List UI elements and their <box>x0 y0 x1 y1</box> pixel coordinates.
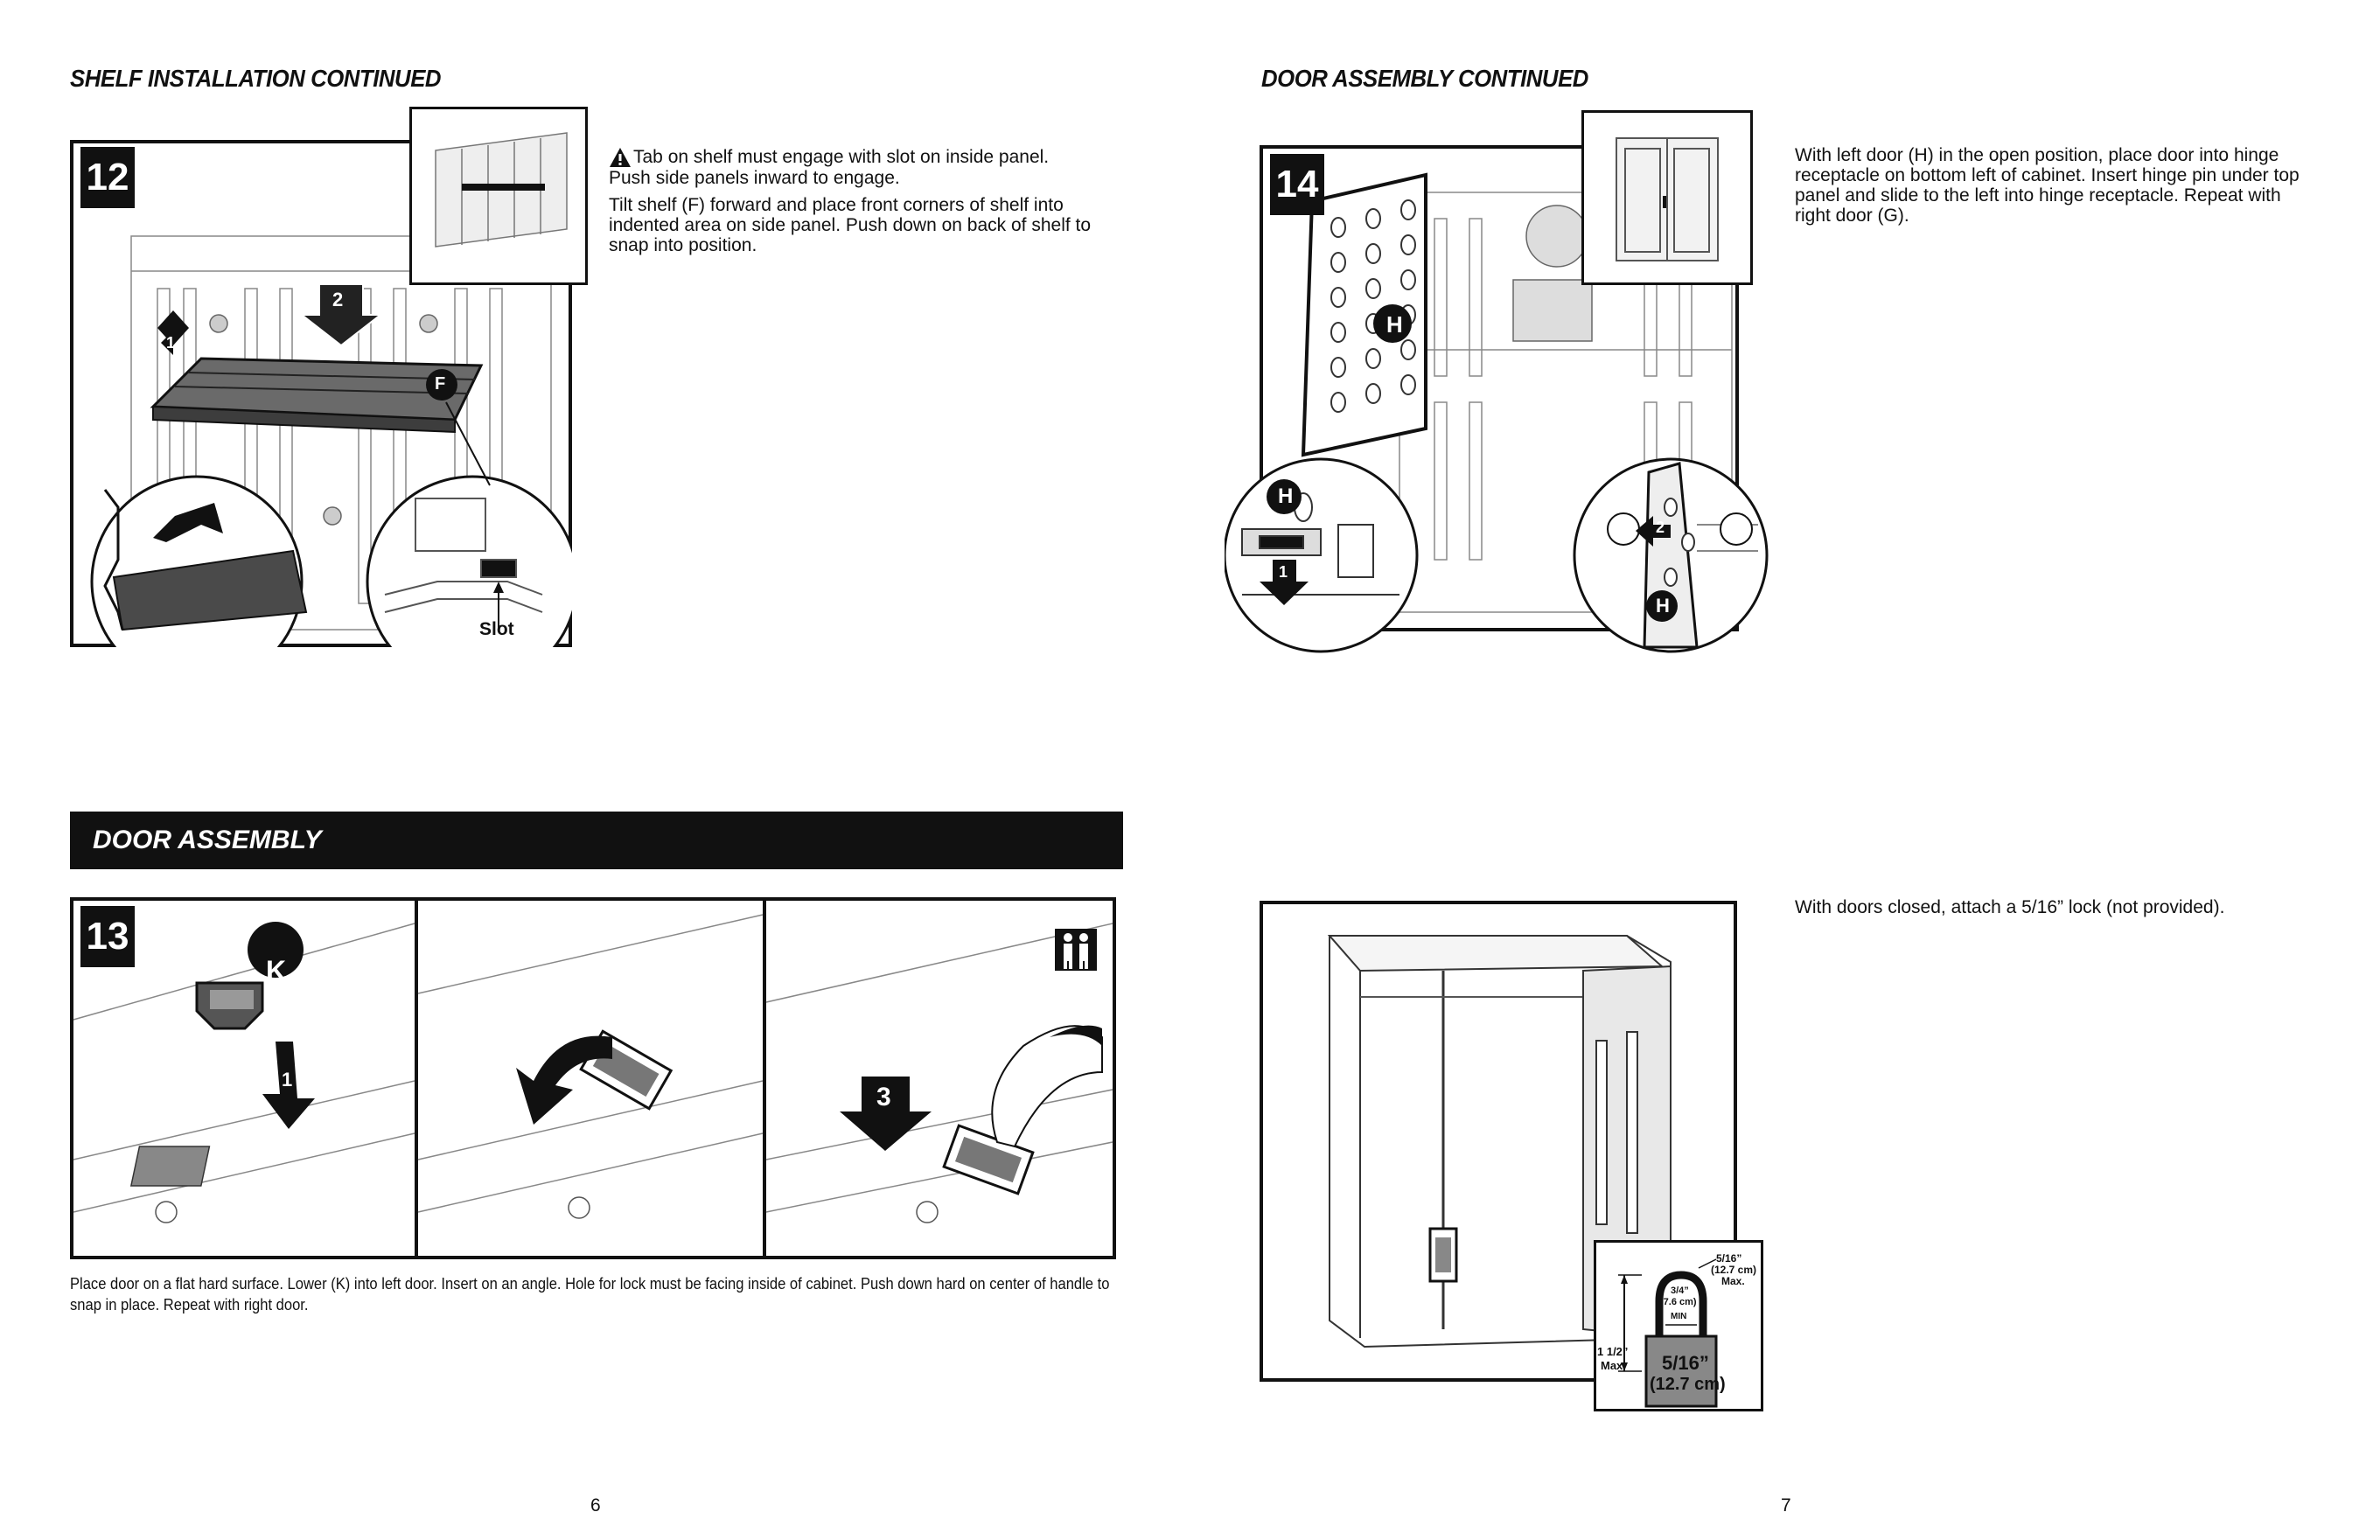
door-assembly-continued-heading: DOOR ASSEMBLY CONTINUED <box>1261 65 1588 92</box>
height-max: Max. <box>1601 1359 1626 1372</box>
step-12-number: 12 <box>80 147 135 208</box>
part-f-badge: F <box>435 374 446 394</box>
step-13-figure: 13 K 1 3 <box>70 897 1116 1259</box>
push-panels-text: Push side panels inward to engage. <box>609 168 900 188</box>
part-k-badge: K <box>266 955 287 986</box>
shackle-max: Max. <box>1721 1275 1745 1287</box>
tilt-shelf-text: Tilt shelf (F) forward and place front c… <box>609 195 1092 255</box>
step-14-number: 14 <box>1270 154 1324 215</box>
warning-icon <box>609 147 632 168</box>
height-dim: 1 1/2” <box>1597 1345 1629 1358</box>
step-12-instructions: Tab on shelf must engage with slot on in… <box>609 147 1134 255</box>
arrow-1-label-13: 1 <box>282 1069 293 1091</box>
width-dim-metric: (7.6 cm) <box>1660 1297 1697 1307</box>
step-12-inset <box>409 107 588 285</box>
arrow-2-label: 2 <box>332 289 344 310</box>
step-13-number: 13 <box>80 906 135 967</box>
lock-size-metric: (12.7 cm) <box>1650 1375 1726 1394</box>
page-number-7: 7 <box>1781 1495 1791 1516</box>
slot-label: Slot <box>479 619 514 639</box>
part-h-badge-main: H <box>1386 311 1403 338</box>
step-14-instructions: With left door (H) in the open position,… <box>1795 145 2300 226</box>
lock-instructions: With doors closed, attach a 5/16” lock (… <box>1795 897 2225 917</box>
arrow-1-label-14: 1 <box>1279 563 1288 581</box>
step-13-caption: Place door on a flat hard surface. Lower… <box>70 1275 1110 1314</box>
part-h-badge-left: H <box>1278 484 1294 508</box>
shackle-dim-metric: (12.7 cm) <box>1711 1264 1757 1276</box>
shelf-installation-heading: SHELF INSTALLATION CONTINUED <box>70 65 442 92</box>
step-14-inset <box>1581 110 1753 285</box>
lock-dimension-inset: 5/16” (12.7 cm) Max. 3/4” (7.6 cm) MIN 1… <box>1594 1240 1763 1411</box>
arrow-3-label: 3 <box>876 1083 891 1111</box>
width-dim: 3/4” <box>1671 1286 1689 1296</box>
tab-engage-text: Tab on shelf must engage with slot on in… <box>633 147 1050 167</box>
part-h-badge-right: H <box>1656 595 1670 617</box>
lock-size: 5/16” <box>1662 1352 1709 1374</box>
page-number-6: 6 <box>590 1495 601 1516</box>
arrow-1-label: 1 <box>166 334 176 352</box>
arrow-2-label-14: 2 <box>1656 519 1665 536</box>
shackle-dim: 5/16” <box>1716 1252 1742 1265</box>
door-assembly-bar: DOOR ASSEMBLY <box>70 812 1123 869</box>
width-min: MIN <box>1671 1312 1687 1321</box>
